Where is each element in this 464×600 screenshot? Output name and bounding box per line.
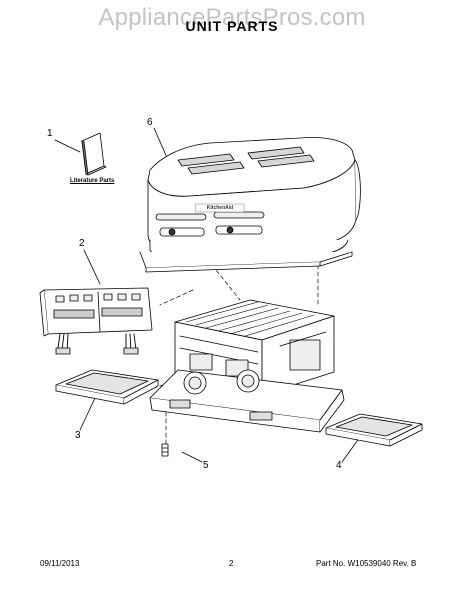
base-tray: [149, 369, 345, 433]
inner-chassis: [174, 299, 335, 396]
leader-line-6: [153, 127, 169, 161]
literature-parts-label: Literature Parts: [70, 178, 115, 184]
control-panel-assembly: [39, 287, 153, 355]
brand-badge-plate: [195, 203, 245, 213]
watermark: AppliancePartsPros.com: [98, 4, 366, 31]
diagram-title: UNIT PARTS: [185, 18, 279, 34]
footer-part-number: Part No. W10539040 Rev. B: [316, 559, 417, 568]
callout-3: 3: [75, 430, 81, 441]
toaster-housing: [139, 137, 361, 273]
callout-6: 6: [147, 117, 153, 128]
crumb-tray-left: [55, 369, 159, 405]
leader-line-2: [83, 249, 101, 285]
callout-5: 5: [203, 460, 209, 471]
brand-badge-text: KitchenAid: [206, 205, 234, 211]
leader-line-3: [79, 397, 96, 431]
callout-4: 4: [336, 460, 342, 471]
leader-line-4: [341, 436, 361, 463]
leader-line-1: [54, 139, 81, 153]
crumb-tray-right: [325, 413, 423, 447]
footer-page-number: 2: [229, 559, 234, 568]
foot-screw: [161, 443, 169, 457]
leader-line-5: [181, 451, 203, 463]
footer-date: 09/11/2013: [40, 559, 80, 568]
literature-booklet: [81, 132, 107, 176]
callout-2: 2: [79, 238, 85, 249]
callout-1: 1: [47, 128, 53, 139]
